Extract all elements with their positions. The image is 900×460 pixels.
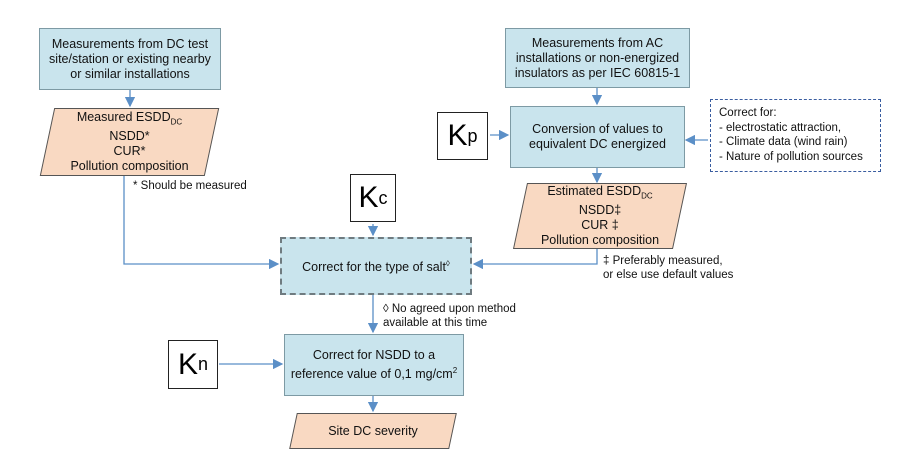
- salt-correction-mark: ◊: [445, 259, 450, 269]
- preferably-line-2: or else use default values: [603, 269, 734, 281]
- measured-pollution: Pollution composition: [70, 159, 189, 174]
- dc-measurements-line-3: or similar installations: [70, 66, 190, 81]
- correct-for-item-2: - Climate data (wind rain): [719, 136, 848, 148]
- kn-sub: n: [198, 354, 209, 374]
- estimated-esdd-parallelogram: Estimated ESDDDC NSDD‡ CUR ‡ Pollution c…: [520, 183, 680, 249]
- kp-sub: p: [467, 125, 478, 146]
- no-agreed-method-note: ◊ No agreed upon method available at thi…: [383, 302, 516, 330]
- measured-nsdd: NSDD*: [109, 129, 150, 144]
- site-dc-severity-label: Site DC severity: [328, 423, 418, 438]
- nsdd-correction-sup: 2: [452, 365, 458, 375]
- ac-measurements-box: Measurements from AC installations or no…: [505, 28, 690, 88]
- dc-measurements-line-1: Measurements from DC test: [51, 36, 209, 51]
- correct-for-box: Correct for: - electrostatic attraction,…: [710, 99, 881, 172]
- ac-measurements-line-2: installations or non-energized: [515, 50, 680, 65]
- estimated-cur: CUR ‡: [581, 218, 619, 233]
- ac-measurements-line-3: insulators as per IEC 60815-1: [514, 65, 681, 80]
- conversion-line-1: Conversion of values to: [532, 122, 663, 136]
- should-be-measured-note: * Should be measured: [133, 180, 247, 192]
- estimated-nsdd: NSDD‡: [578, 203, 622, 218]
- measured-esdd-parallelogram: Measured ESDDDC NSDD* CUR* Pollution com…: [47, 108, 212, 176]
- measured-cur: CUR*: [113, 144, 146, 159]
- kc-main: K: [358, 181, 379, 214]
- preferably-line-1: ‡ Preferably measured,: [603, 255, 723, 267]
- nsdd-correction-box: Correct for NSDD to a reference value of…: [284, 334, 464, 396]
- measured-esdd-label: Measured ESDD: [76, 109, 171, 124]
- correct-for-item-1: - electrostatic attraction,: [719, 121, 842, 134]
- dc-measurements-line-2: site/station or existing nearby: [49, 51, 211, 66]
- conversion-line-2: equivalent DC energized: [529, 137, 666, 151]
- estimated-esdd-label: Estimated ESDD: [547, 183, 642, 198]
- estimated-pollution: Pollution composition: [540, 233, 660, 248]
- conversion-box: Conversion of values to equivalent DC en…: [510, 106, 685, 168]
- no-agreed-line-1: ◊ No agreed upon method: [383, 303, 516, 315]
- estimated-esdd-subscript: DC: [641, 191, 653, 201]
- estimated-esdd-line: Estimated ESDDDC: [547, 184, 652, 204]
- dc-measurements-box: Measurements from DC test site/station o…: [39, 28, 221, 90]
- kn-main: K: [177, 347, 198, 381]
- salt-correction-line: Correct for the type of salt◊: [302, 256, 450, 275]
- kp-main: K: [447, 119, 468, 152]
- measured-esdd-subscript: DC: [170, 117, 183, 127]
- nsdd-correction-line-2: reference value of 0,1 mg/cm2: [291, 363, 457, 382]
- measured-esdd-line: Measured ESDDDC: [77, 110, 182, 130]
- salt-correction-box: Correct for the type of salt◊: [280, 237, 472, 295]
- no-agreed-line-2: available at this time: [383, 317, 488, 329]
- arrow-estimated-to-salt: [472, 249, 598, 270]
- ac-measurements-line-1: Measurements from AC: [531, 35, 664, 50]
- correct-for-item-3: - Nature of pollution sources: [719, 150, 863, 163]
- correct-for-title: Correct for:: [719, 107, 777, 119]
- site-dc-severity-parallelogram: Site DC severity: [293, 413, 453, 449]
- preferably-measured-note: ‡ Preferably measured, or else use defau…: [603, 254, 733, 282]
- kc-sub: c: [378, 187, 388, 208]
- salt-correction-label: Correct for the type of salt: [302, 260, 446, 275]
- nsdd-correction-line-1: Correct for NSDD to a: [312, 347, 436, 362]
- nsdd-correction-text: reference value of 0,1 mg/cm: [290, 367, 453, 382]
- arrow-measured-to-salt: [123, 176, 280, 270]
